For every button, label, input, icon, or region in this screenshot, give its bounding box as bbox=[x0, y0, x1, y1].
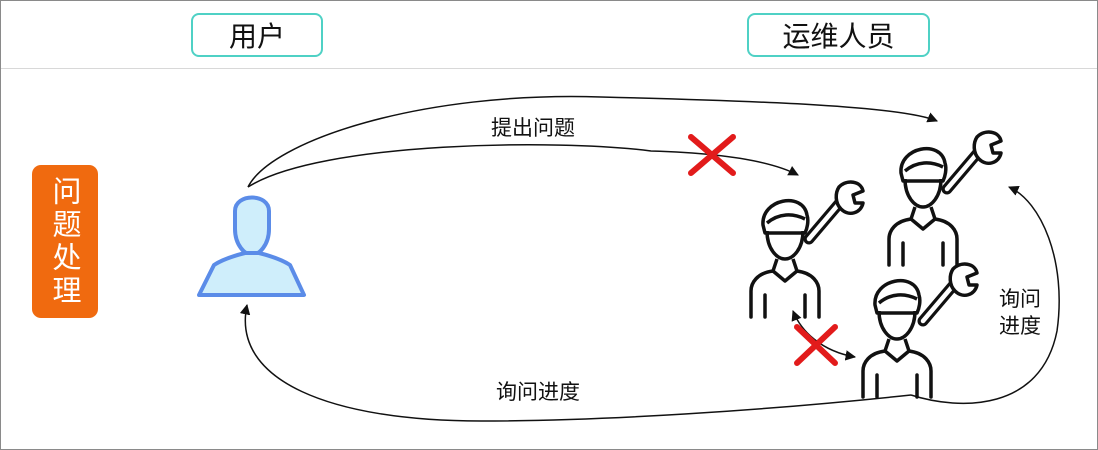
red-cross-icon bbox=[794, 324, 838, 366]
topic-badge: 问题处理 bbox=[32, 165, 98, 318]
raise-issue-arrow-upper bbox=[247, 95, 938, 188]
wrench-icon bbox=[809, 182, 863, 239]
user-role-header: 用户 bbox=[191, 13, 323, 57]
header-divider bbox=[1, 68, 1097, 69]
technician-icon bbox=[861, 278, 933, 399]
red-cross-icon bbox=[688, 134, 736, 176]
technician-icon bbox=[887, 146, 959, 267]
technician-icon bbox=[749, 198, 821, 319]
ask-progress-label: 询问进度 bbox=[496, 380, 580, 404]
ask-progress-peer-label: 询问进度 bbox=[999, 287, 1041, 338]
wrench-icon bbox=[947, 132, 1001, 189]
ask-progress-arrow-right bbox=[910, 185, 1060, 405]
raise-issue-label: 提出问题 bbox=[491, 116, 575, 140]
wrench-icon bbox=[923, 264, 977, 321]
ask-progress-arrow-bottom bbox=[239, 303, 912, 422]
raise-issue-arrow-lower bbox=[247, 144, 799, 188]
user-icon bbox=[197, 195, 306, 297]
ops-role-header: 运维人员 bbox=[747, 13, 930, 57]
